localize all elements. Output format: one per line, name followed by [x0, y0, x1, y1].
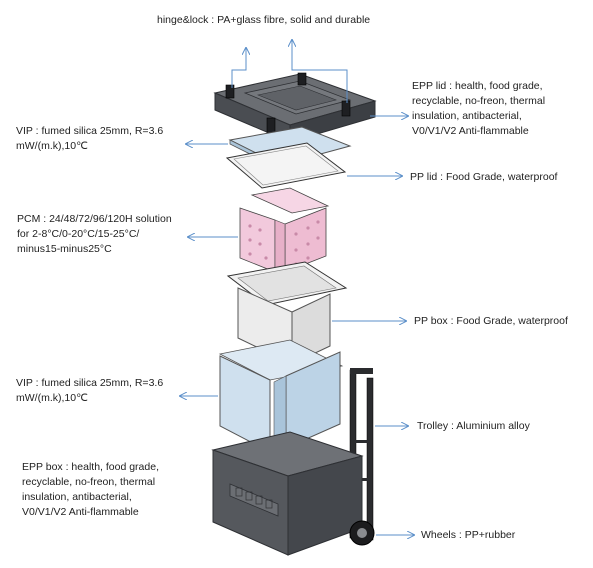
trolley-label: Trolley : Aluminium alloy: [417, 420, 530, 432]
arrow-hinge-left: [231, 48, 246, 88]
epp-box: [211, 431, 364, 556]
vip-top-label: VIP : fumed silica 25mm, R=3.6 mW/(m.k),…: [16, 125, 164, 152]
pp-lid: [225, 142, 347, 189]
vip-box-panels: [218, 339, 344, 453]
hinge-lock-label: hinge&lock : PA+glass fibre, solid and d…: [157, 14, 371, 26]
wheels-label: Wheels : PP+rubber: [421, 529, 516, 541]
pcm-blocks: [239, 187, 330, 273]
arrow-hinge-right: [292, 40, 348, 103]
vip-bottom-label: VIP : fumed silica 25mm, R=3.6 mW/(m.k),…: [16, 377, 164, 404]
wheels: [349, 520, 375, 546]
callout-arrows: [180, 40, 414, 535]
hinge-lock: [225, 72, 351, 135]
epp-lid-label: EPP lid : health, food grade, recyclable…: [412, 80, 546, 137]
epp-box-label: EPP box : health, food grade, recyclable…: [22, 461, 159, 518]
pcm-label: PCM : 24/48/72/96/120H solution for 2-8°…: [17, 213, 172, 255]
pp-box-label: PP box : Food Grade, waterproof: [414, 315, 568, 327]
pp-lid-label: PP lid : Food Grade, waterproof: [410, 171, 558, 183]
